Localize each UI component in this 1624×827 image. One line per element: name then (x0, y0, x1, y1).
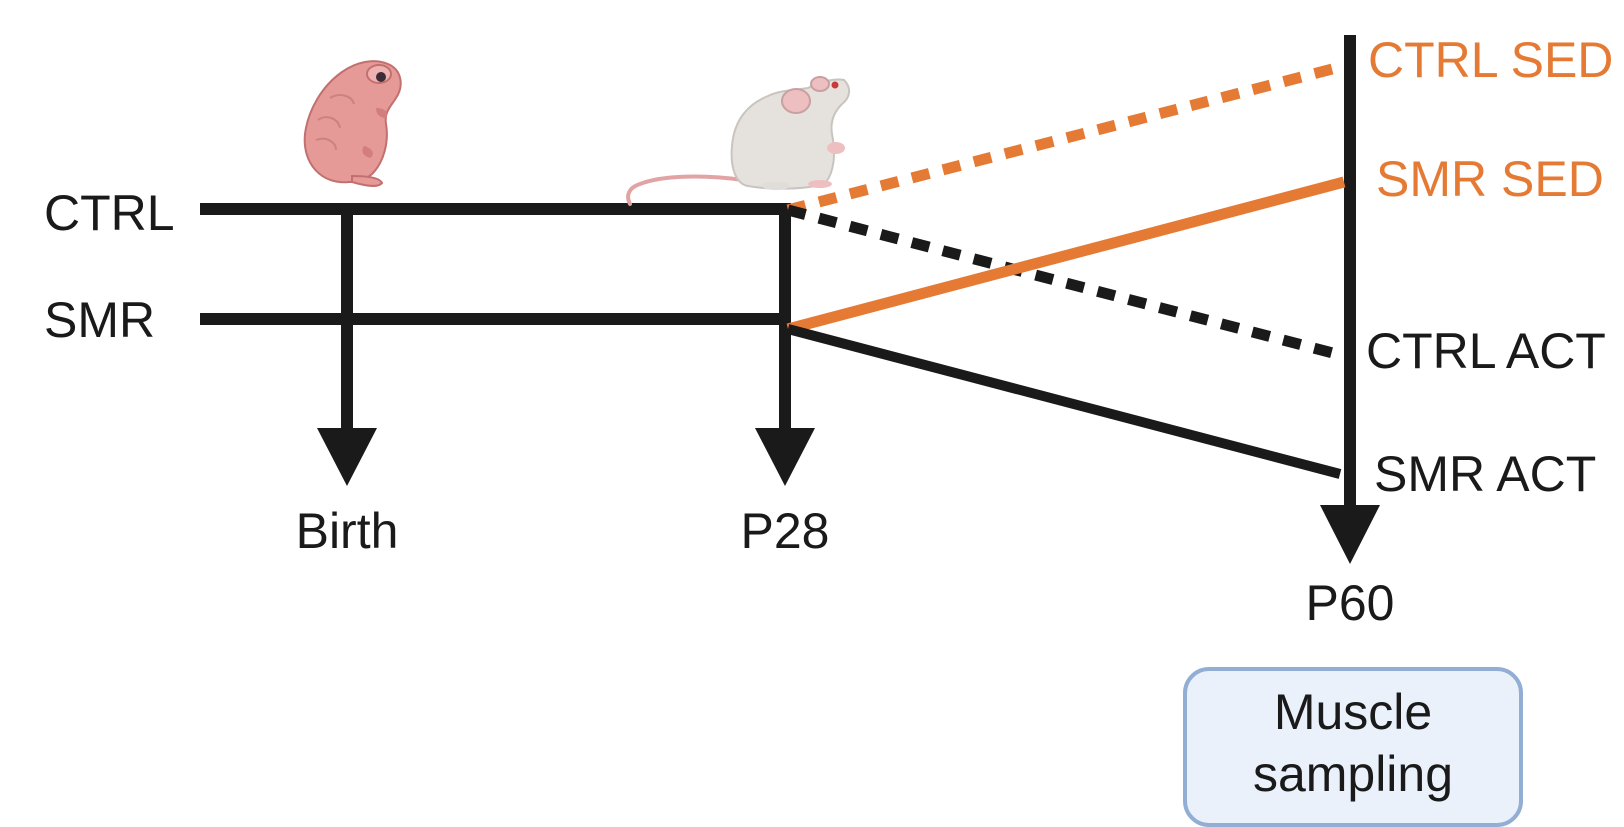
muscle-sampling-line2: sampling (1252, 746, 1454, 802)
birth-label: Birth (295, 503, 399, 559)
newborn-mouse-pup-icon (303, 60, 402, 187)
p60-arrow (1320, 35, 1380, 564)
smr-act-branch-line (786, 324, 1342, 479)
p28-arrow (755, 203, 815, 486)
ctrl-sed-label: CTRL SED (1368, 32, 1614, 88)
muscle-sampling-box: Muscle sampling (1183, 667, 1523, 827)
smr-act-label: SMR ACT (1374, 446, 1597, 502)
p60-label: P60 (1305, 575, 1395, 631)
ctrl-group-label: CTRL (44, 185, 175, 241)
study-timeline-diagram (200, 35, 1380, 564)
birth-arrow (317, 209, 377, 486)
adult-mouse-icon (626, 76, 850, 206)
muscle-sampling-line1: Muscle (1273, 684, 1433, 740)
ctrl-act-label: CTRL ACT (1366, 323, 1606, 379)
smr-group-label: SMR (44, 292, 156, 348)
ctrl-act-branch-line (786, 204, 1346, 362)
ctrl-sed-branch-line (786, 60, 1346, 216)
smr-sed-label: SMR SED (1376, 151, 1604, 207)
p28-label: P28 (740, 503, 830, 559)
smr-sed-branch-line (786, 176, 1346, 335)
